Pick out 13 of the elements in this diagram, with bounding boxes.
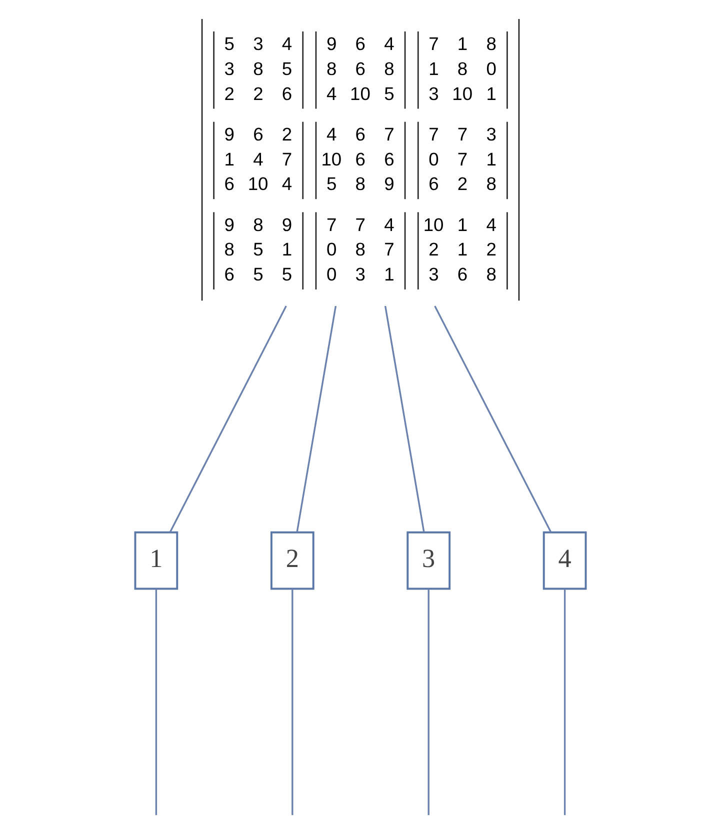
connector bbox=[427, 589, 429, 816]
connector bbox=[384, 306, 424, 532]
connector bbox=[168, 306, 286, 532]
connector bbox=[291, 589, 293, 816]
node-box: 3 bbox=[406, 531, 450, 590]
node-box: 2 bbox=[270, 531, 314, 590]
connector bbox=[434, 306, 552, 532]
node-box: 4 bbox=[542, 531, 586, 590]
connector bbox=[154, 589, 157, 816]
node-box: 1 bbox=[134, 531, 178, 590]
connector bbox=[296, 306, 336, 532]
node-text: 5 3 4 3 8 5 2 2 6 9 6 4 8 6 8 4 10 5 7 1 8 1 8 0 3 10 1 9 6 2 1 4 7 6 10 4 4 6 7 10 6 6 5 8 9 7 7 3 0 7 1 6 2 8 9 8 9 8 5 1 6 5 5 7 7 4 0 8 7 0 3 1 10 1 4 2 1 2 3 6 8 bbox=[224, 33, 496, 285]
connector bbox=[563, 589, 566, 816]
